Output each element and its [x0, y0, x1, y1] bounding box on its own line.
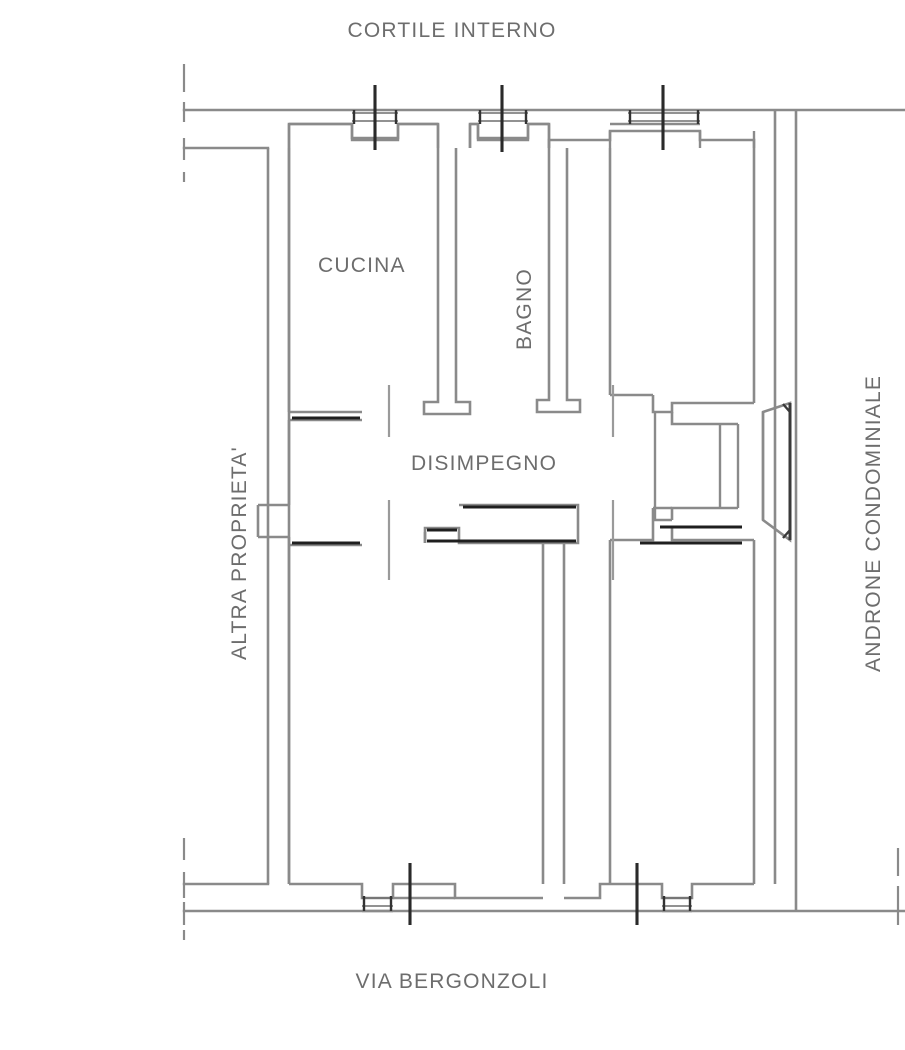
- room-cucina-walls: [256, 148, 362, 884]
- window-symbols-top: [352, 85, 700, 152]
- disimpegno-central-block: [423, 503, 580, 545]
- wall-bottom-outer-face: [362, 896, 692, 913]
- label-via-bergonzoli: VIA BERGONZOLI: [355, 970, 549, 993]
- wall-right-interior: [608, 148, 756, 884]
- window-soggiorno-symbol: [362, 863, 412, 925]
- label-room-cucina: CUCINA: [318, 254, 406, 277]
- label-room-disimpegno: DISIMPEGNO: [411, 452, 558, 475]
- label-room-bagno: BAGNO: [513, 268, 536, 350]
- window-symbols-bottom: [362, 863, 692, 925]
- label-altra-proprieta: ALTRA PROPRIETA': [228, 446, 251, 660]
- wall-partition-cucina-bagno: [422, 148, 472, 416]
- wall-center-vertical: [541, 543, 566, 884]
- disimpegno-block-sills: [427, 505, 576, 543]
- entry-alcove-lines: [653, 412, 740, 520]
- door-sills-left: [292, 416, 360, 545]
- wall-partition-bagno-right: [535, 148, 582, 414]
- wall-right-party-androne: [773, 110, 798, 911]
- label-cortile-interno: CORTILE INTERNO: [347, 19, 557, 42]
- window-camera-symbol: [628, 85, 700, 150]
- label-androne-condominiale: ANDRONE CONDOMINIALE: [862, 374, 885, 672]
- wall-bottom-exterior: [289, 882, 754, 900]
- entry-door-symbol: [761, 401, 792, 543]
- window-cucina-symbol: [352, 85, 398, 150]
- window-camera-sud-symbol: [635, 863, 692, 925]
- site-boundary-lines: [182, 108, 905, 913]
- window-bagno-symbol: [478, 85, 528, 152]
- entry-alcove-sills: [640, 525, 742, 545]
- door-opening-markers: [387, 385, 615, 580]
